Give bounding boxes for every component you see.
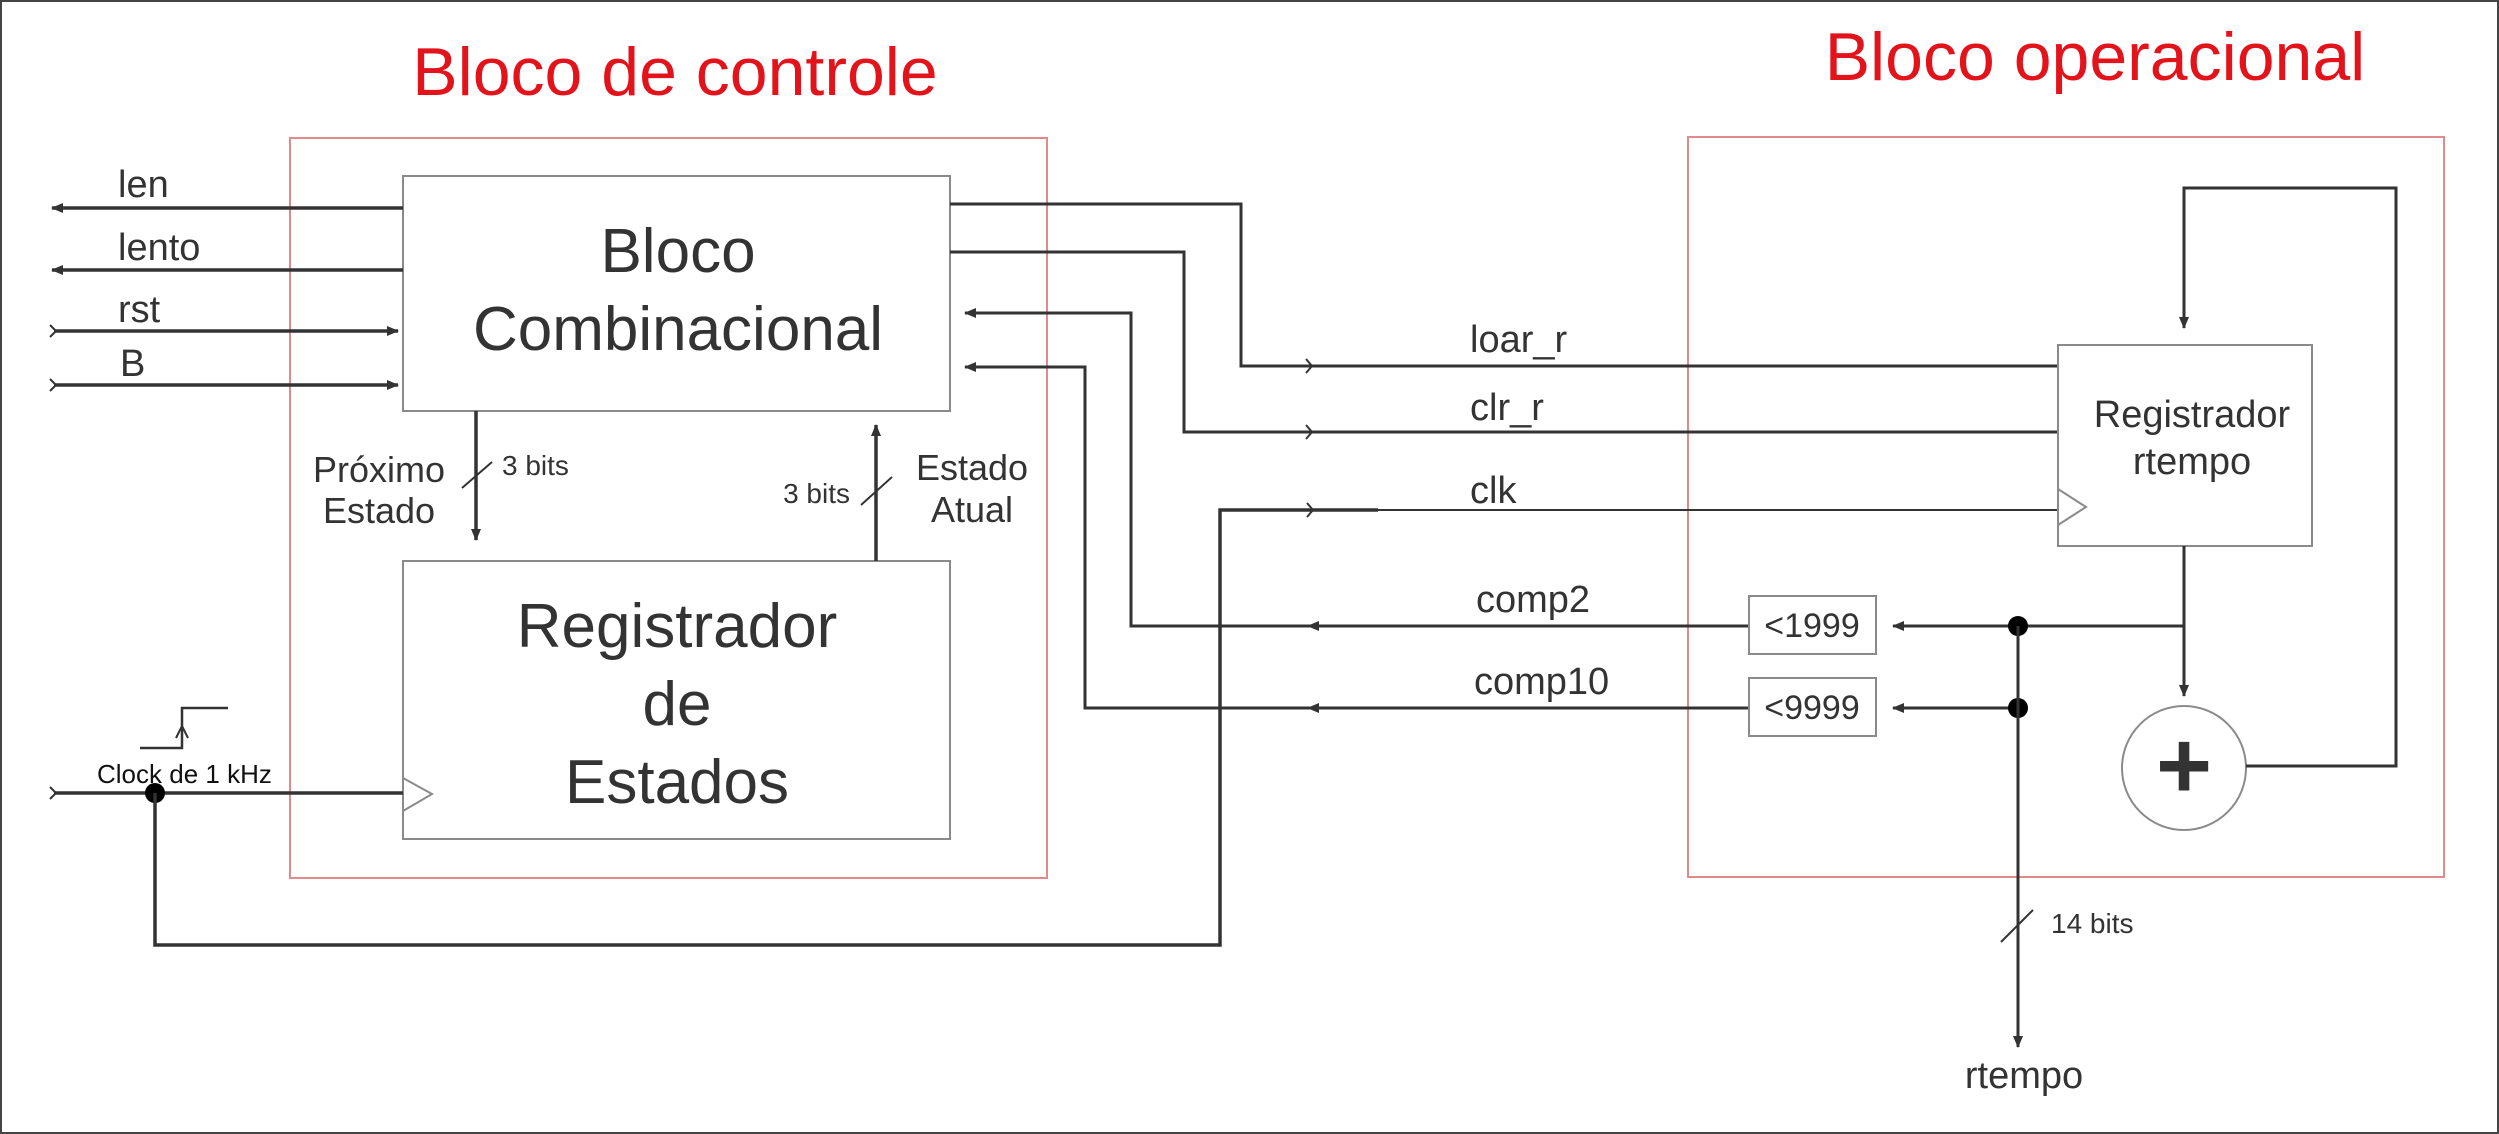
rtempo-register-label-2: rtempo <box>2133 441 2251 483</box>
loar-r-wire-tick <box>1305 358 1314 374</box>
next-state-width: 3 bits <box>502 450 569 481</box>
state-register-label-1: Registrador <box>517 592 837 661</box>
next-state-label-2: Estado <box>323 490 435 531</box>
combinational-block-label-1: Bloco <box>600 217 755 286</box>
combinational-block-label-2: Combinacional <box>473 295 883 364</box>
clr-r-label: clr_r <box>1470 387 1544 429</box>
clk-label: clk <box>1470 470 1517 512</box>
clock-source-label: Clock de 1 kHz <box>97 759 272 789</box>
comp10-label: comp10 <box>1474 661 1609 703</box>
rtempo-output-label: rtempo <box>1965 1055 2083 1097</box>
state-register-clock-triangle <box>402 777 435 812</box>
lento-label: lento <box>118 227 200 269</box>
clock-distribution-wire <box>153 508 1378 947</box>
clr-r-wire <box>950 250 2058 434</box>
clr-r-wire-tick <box>1305 424 1314 440</box>
rtempo-bus-width: 14 bits <box>2051 908 2134 939</box>
comparator-1999-label: <1999 <box>1764 607 1860 645</box>
operational-block-title: Bloco operacional <box>1825 19 2366 95</box>
rst-label: rst <box>118 289 161 331</box>
comp10-feedback-wire <box>964 362 1310 710</box>
current-state-width: 3 bits <box>783 478 850 509</box>
adder <box>2121 705 2247 831</box>
state-register-label-3: Estados <box>565 748 789 817</box>
adder-plus-icon: + <box>2156 712 2212 819</box>
adder-feedback-wire <box>2179 186 2398 768</box>
control-block-title: Bloco de controle <box>412 34 937 110</box>
rtempo-register-label-1: Registrador <box>2094 394 2291 436</box>
state-register-label-2: de <box>643 670 712 739</box>
comp2-label: comp2 <box>1476 579 1590 621</box>
state-register <box>402 560 951 840</box>
rtempo-register-clock-triangle <box>2057 488 2088 526</box>
len-label: len <box>118 164 169 206</box>
control-block-boundary <box>289 137 1048 879</box>
comparator-9999-label: <9999 <box>1764 689 1860 727</box>
combinational-block <box>402 175 951 412</box>
rtempo-bus-slash <box>2000 909 2034 943</box>
b-label: B <box>120 343 145 385</box>
clk-wire-tick <box>1306 502 1315 518</box>
clock-edge-arrow-icon <box>175 723 189 739</box>
comparator-1999 <box>1748 595 1877 655</box>
operational-block-boundary <box>1687 136 2445 878</box>
next-state-bus-slash <box>461 461 493 489</box>
current-state-label-1: Estado <box>916 447 1028 488</box>
loar-r-wire <box>950 202 2058 368</box>
comp2-feedback-wire <box>964 308 1310 628</box>
next-state-label-1: Próximo <box>313 449 445 490</box>
current-state-label-2: Atual <box>931 489 1013 530</box>
current-state-bus-slash <box>860 476 893 506</box>
loar-r-label: loar_r <box>1470 319 1567 361</box>
comparator-9999 <box>1748 677 1877 737</box>
